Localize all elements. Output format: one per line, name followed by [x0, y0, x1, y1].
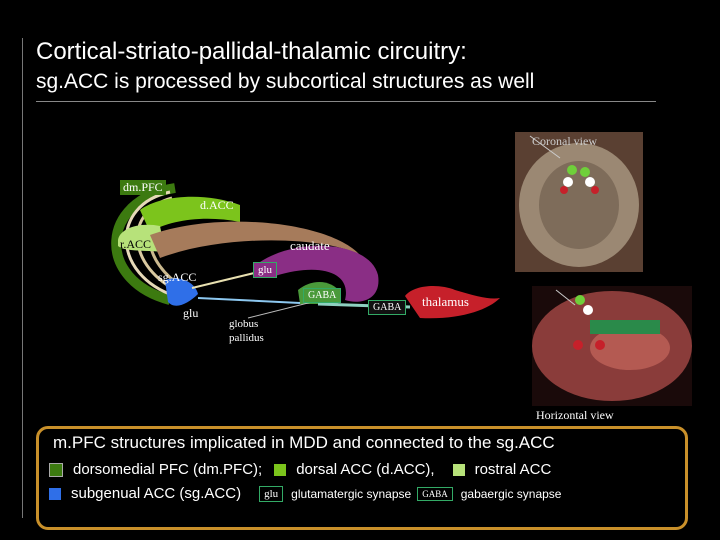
dmpfc-legend-text: dorsomedial PFC (dm.PFC);: [73, 461, 263, 478]
glu-legend-text: glutamatergic synapse: [291, 486, 412, 501]
racc-swatch: [452, 463, 465, 476]
title-divider: [36, 101, 656, 102]
globus-pointer: [247, 301, 313, 319]
corpus-band: [150, 221, 360, 258]
dacc-swatch: [274, 463, 287, 476]
thalamus-region: [405, 286, 500, 319]
caudate-region: [260, 245, 379, 302]
circuit-diagram: [111, 132, 692, 406]
sgacc-region: [165, 278, 198, 306]
legend-title: m.PFC structures implicated in MDD and c…: [53, 433, 555, 452]
gaba-tag-left: GABA: [303, 288, 342, 303]
horizontal-view-label: Horizontal view: [536, 408, 614, 422]
glu-tag-top: glu: [253, 262, 278, 278]
racc-legend-text: rostral ACC: [474, 461, 552, 478]
horizontal-brain-image: [532, 286, 692, 406]
dmpfc-arc: [111, 183, 176, 305]
pallidus-label: pallidus: [229, 332, 264, 344]
coronal-brain-image: [515, 132, 643, 272]
sgacc-swatch: [49, 487, 61, 500]
slide-title: Cortical-striato-pallidal-thalamic circu…: [36, 38, 467, 65]
dacc-label: d.ACC: [200, 198, 234, 212]
gaba-tag-right: GABA: [368, 300, 407, 315]
left-rule: [22, 38, 23, 518]
sgacc-label: sg.ACC: [158, 270, 197, 284]
thalamus-label: thalamus: [422, 294, 469, 309]
racc-label: r.ACC: [120, 237, 152, 251]
gaba-legend-tag: GABA: [417, 486, 453, 501]
dmpfc-label: dm.PFC: [120, 180, 166, 195]
dmpfc-swatch: [49, 462, 63, 477]
glu-label-left: glu: [183, 306, 199, 320]
slide-subtitle: sg.ACC is processed by subcortical struc…: [36, 70, 535, 93]
globus-label: globus: [229, 318, 259, 330]
legend-row-1: dorsomedial PFC (dm.PFC); dorsal ACC (d.…: [49, 461, 551, 478]
sgacc-to-globus: [197, 297, 301, 304]
dacc-legend-text: dorsal ACC (d.ACC),: [296, 461, 435, 478]
legend-panel: m.PFC structures implicated in MDD and c…: [36, 426, 688, 530]
gaba-legend-text: gabaergic synapse: [460, 486, 562, 501]
coronal-view-label: Coronal view: [532, 134, 597, 148]
sgacc-legend-text: subgenual ACC (sg.ACC): [71, 485, 242, 502]
racc-region: [118, 224, 165, 252]
legend-row-2: subgenual ACC (sg.ACC) glu glutamatergic…: [49, 485, 561, 502]
dacc-region: [140, 196, 240, 232]
glu-legend-tag: glu: [259, 485, 284, 502]
caudate-label: caudate: [290, 238, 330, 253]
